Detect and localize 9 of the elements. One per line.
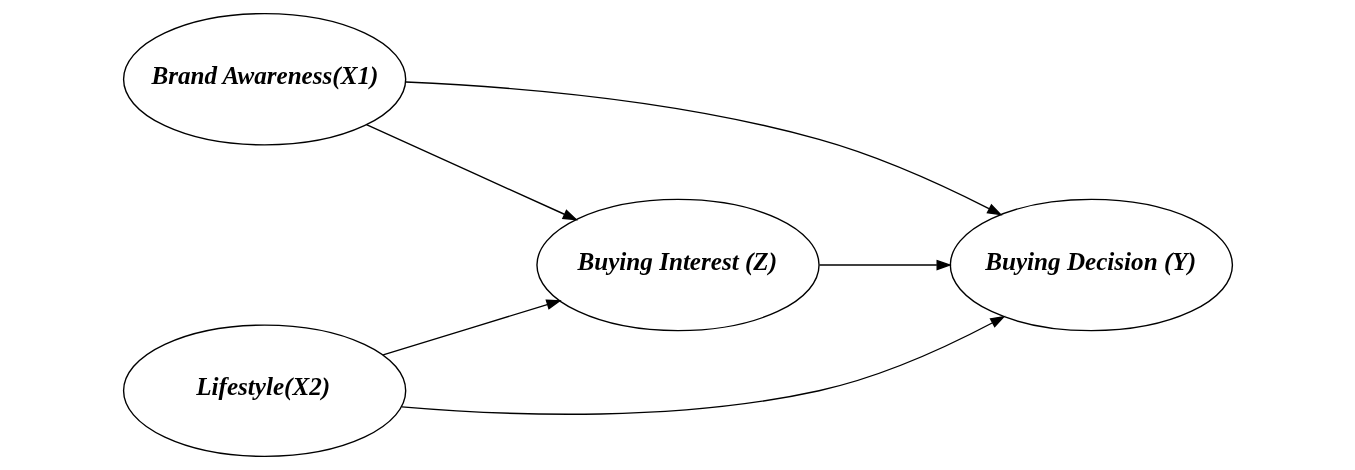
arrow (404, 81, 1003, 216)
node-ellipse: Buying Decision (Y) (949, 198, 1233, 332)
arrow (365, 124, 578, 221)
node-ellipse: Lifestyle(X2) (122, 324, 406, 458)
arrow (400, 315, 1006, 415)
arrow (818, 259, 952, 271)
node-ellipse: Brand Awareness(X1) (122, 12, 406, 146)
node-ellipse: Buying Interest (Z) (535, 198, 820, 332)
arrow (381, 299, 562, 356)
